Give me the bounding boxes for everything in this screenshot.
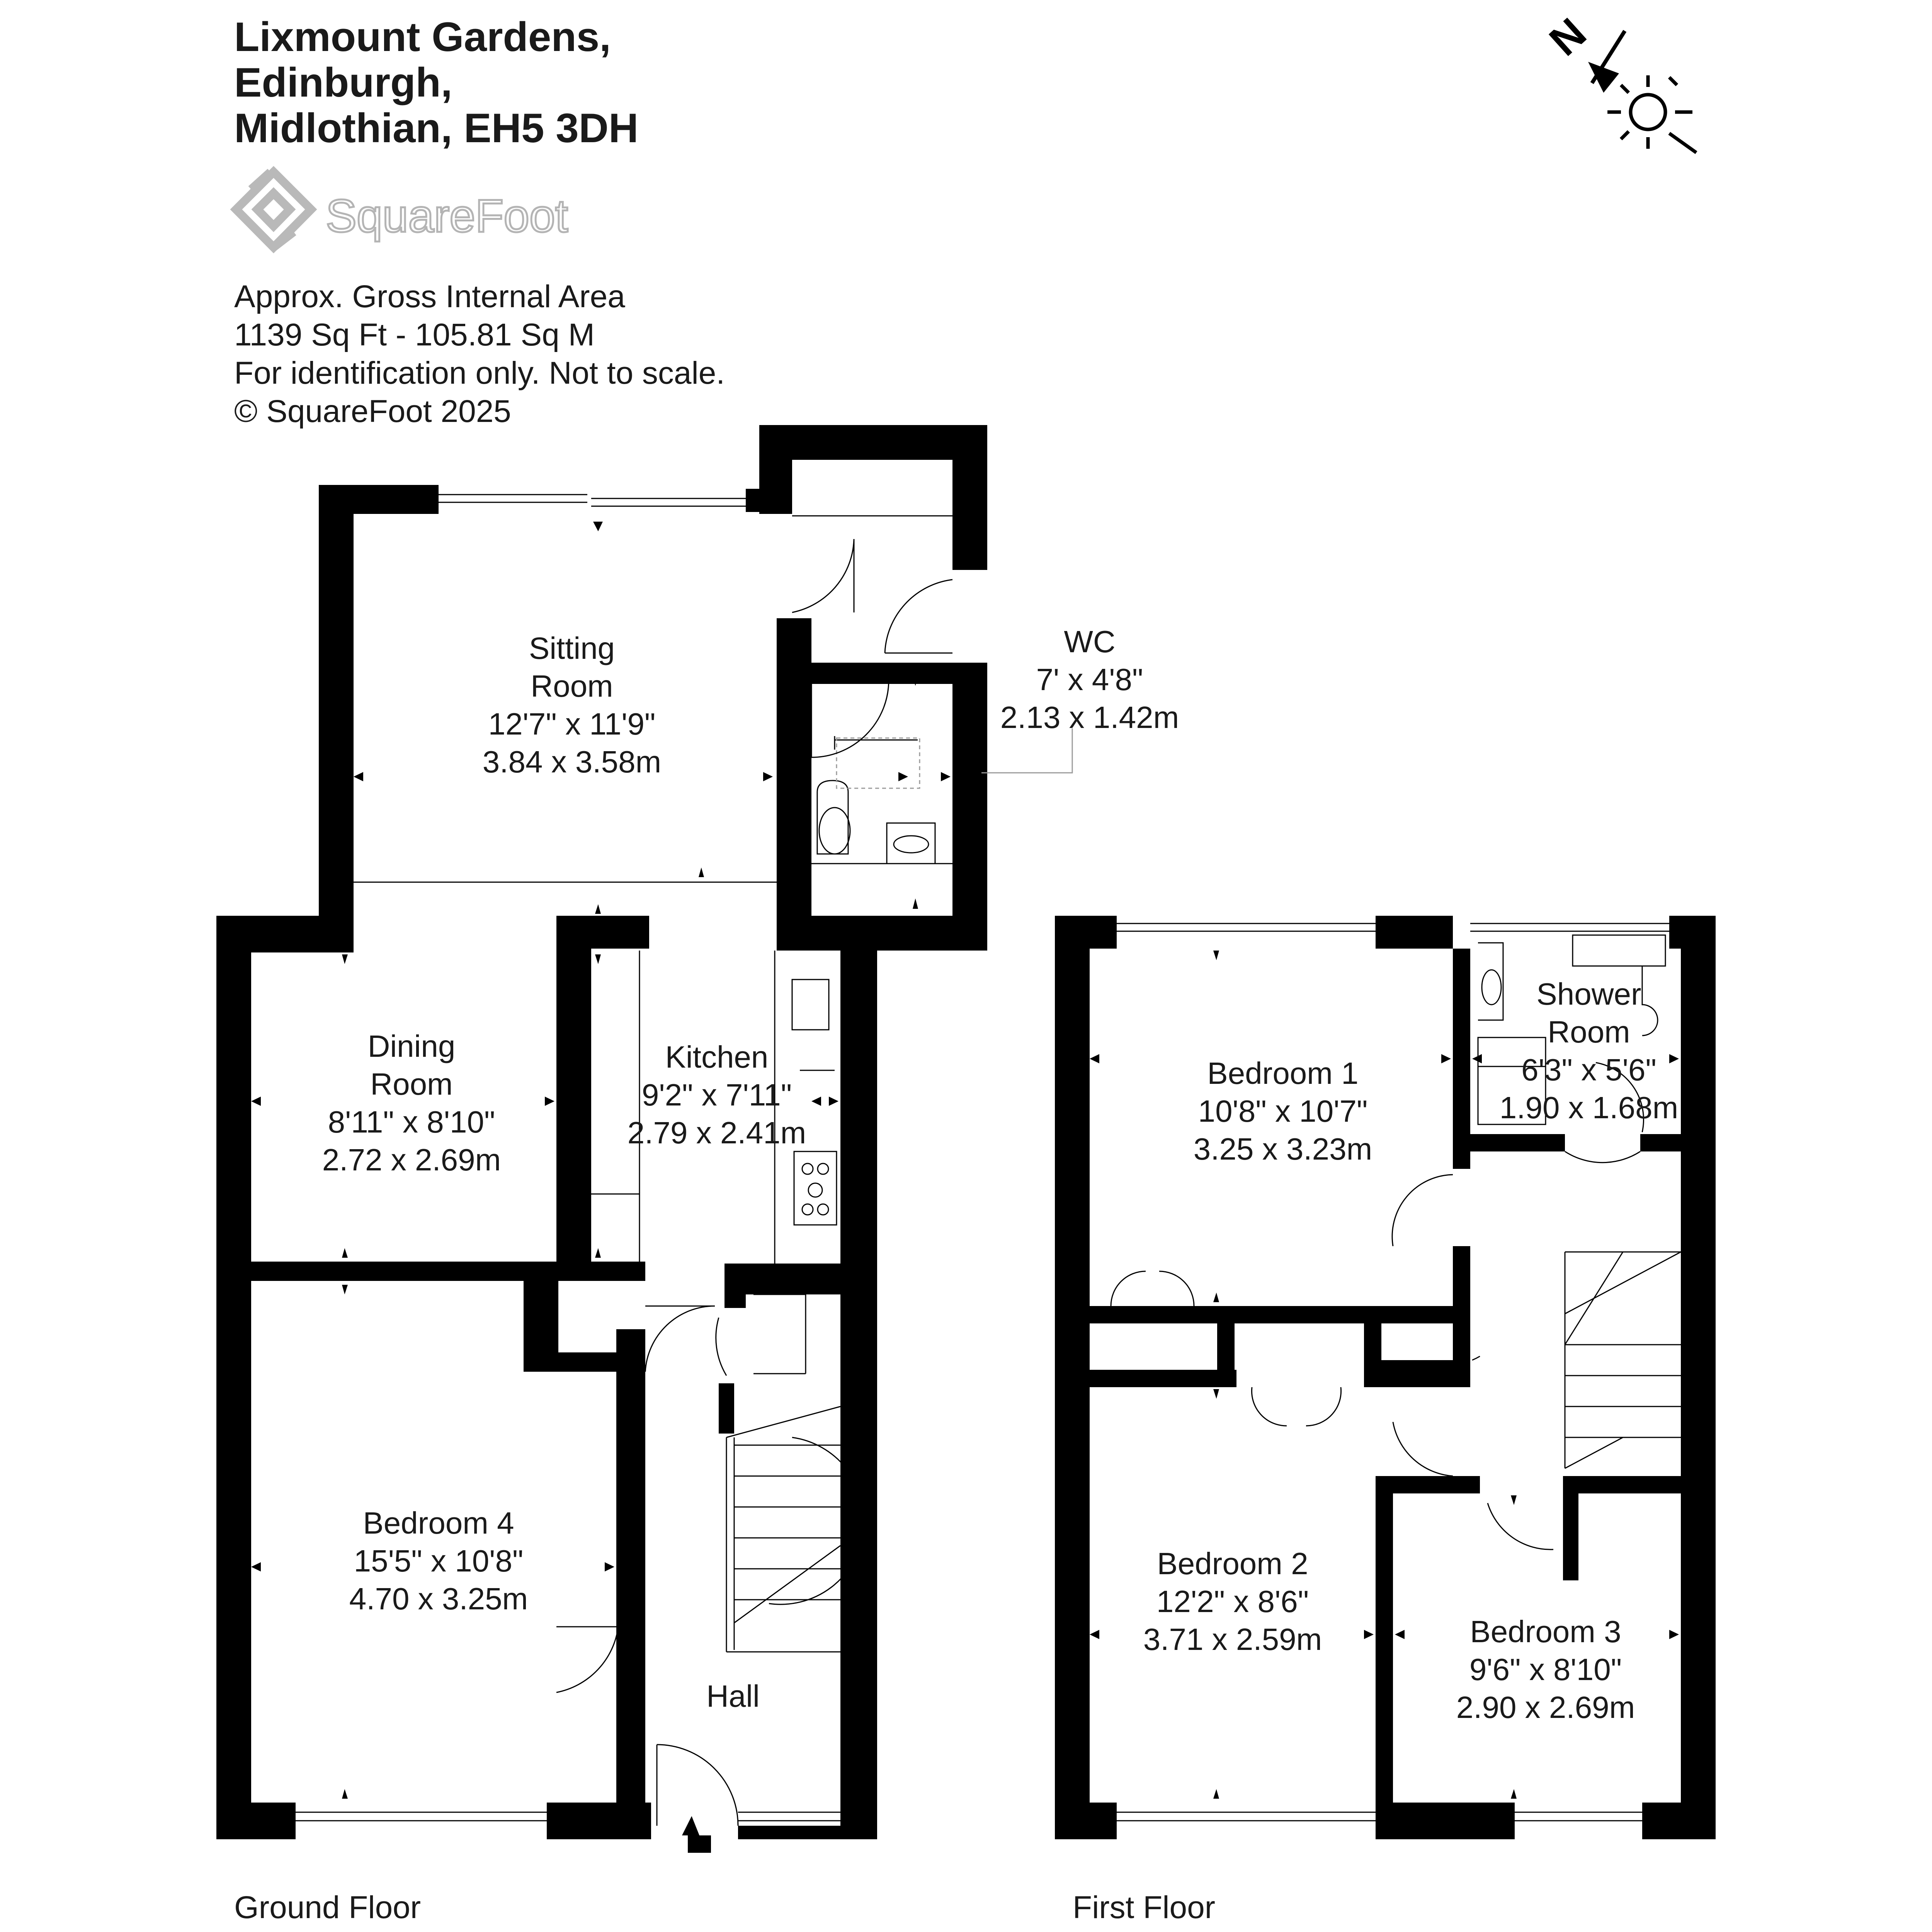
bedroom-1-name: Bedroom 1 (1207, 1056, 1358, 1090)
sitting-room-label: Sitting Room 12'7" x 11'9" 3.84 x 3.58m (483, 631, 662, 779)
kitchen-imperial: 9'2" x 7'11" (642, 1078, 792, 1112)
shower-room-metric: 1.90 x 1.68m (1500, 1090, 1679, 1125)
area-line-2: 1139 Sq Ft - 105.81 Sq M (234, 317, 595, 352)
first-floor-fixtures (1117, 923, 1681, 1821)
dining-room-name-2: Room (370, 1067, 452, 1101)
hall-label: Hall (706, 1679, 760, 1713)
logo-diamond-icon (230, 166, 317, 253)
sitting-room-name-2: Room (531, 669, 613, 703)
sun-icon (1607, 75, 1697, 154)
entrance-arrow-icon (682, 1816, 711, 1853)
shower-room-name-2: Room (1548, 1015, 1630, 1049)
dimension-markers (251, 522, 1679, 1799)
sitting-room-metric: 3.84 x 3.58m (483, 745, 662, 779)
bedroom-1-label: Bedroom 1 10'8" x 10'7" 3.25 x 3.23m (1194, 1056, 1372, 1166)
bedroom-2-imperial: 12'2" x 8'6" (1156, 1584, 1309, 1619)
property-address: Lixmount Gardens, Edinburgh, Midlothian,… (234, 14, 638, 151)
bedroom-2-label: Bedroom 2 12'2" x 8'6" 3.71 x 2.59m (1143, 1546, 1322, 1656)
dining-room-label: Dining Room 8'11" x 8'10" 2.72 x 2.69m (322, 1029, 501, 1177)
bedroom-3-label: Bedroom 3 9'6" x 8'10" 2.90 x 2.69m (1456, 1614, 1635, 1725)
ground-floor-walls (216, 425, 987, 1839)
wc-label: WC 7' x 4'8" 2.13 x 1.42m (1000, 624, 1179, 735)
area-info: Approx. Gross Internal Area 1139 Sq Ft -… (234, 277, 725, 430)
first-floor-walls (1055, 916, 1716, 1839)
area-line-3: For identification only. Not to scale. (234, 355, 725, 391)
wc-metric: 2.13 x 1.42m (1000, 700, 1179, 735)
squarefoot-logo: SquareFoot (230, 166, 569, 253)
shower-room-name-1: Shower (1536, 977, 1641, 1011)
dining-room-metric: 2.72 x 2.69m (322, 1143, 501, 1177)
kitchen-metric: 2.79 x 2.41m (628, 1116, 806, 1150)
bedroom-4-imperial: 15'5" x 10'8" (354, 1544, 524, 1578)
kitchen-label: Kitchen 9'2" x 7'11" 2.79 x 2.41m (628, 1040, 806, 1150)
bedroom-1-imperial: 10'8" x 10'7" (1198, 1094, 1368, 1128)
north-arrow-icon (1588, 62, 1619, 93)
sitting-room-imperial: 12'7" x 11'9" (488, 707, 656, 741)
bedroom-4-metric: 4.70 x 3.25m (349, 1582, 528, 1616)
address-line-2: Edinburgh, (234, 59, 452, 105)
north-label: N (1541, 9, 1595, 65)
first-floor-label: First Floor (1073, 1890, 1215, 1925)
ground-floor-fixtures (296, 494, 952, 1821)
shower-room-label: Shower Room 6'3" x 5'6" 1.90 x 1.68m (1500, 977, 1679, 1125)
ground-floor-label: Ground Floor (234, 1890, 421, 1925)
bedroom-3-name: Bedroom 3 (1470, 1614, 1621, 1649)
first-floor-doors (1110, 1062, 1645, 1550)
bedroom-4-name: Bedroom 4 (363, 1506, 514, 1540)
kitchen-name: Kitchen (665, 1040, 769, 1074)
bedroom-3-metric: 2.90 x 2.69m (1456, 1690, 1635, 1725)
dining-room-name-1: Dining (368, 1029, 456, 1063)
wc-leader-line (981, 728, 1073, 774)
wc-imperial: 7' x 4'8" (1036, 662, 1143, 697)
bedroom-2-metric: 3.71 x 2.59m (1143, 1622, 1322, 1656)
compass-icon: N (1541, 9, 1627, 93)
hall-name: Hall (706, 1679, 760, 1713)
bedroom-2-name: Bedroom 2 (1157, 1546, 1308, 1581)
ground-floor-doors (556, 539, 953, 1826)
shower-room-imperial: 6'3" x 5'6" (1521, 1053, 1656, 1087)
bedroom-4-label: Bedroom 4 15'5" x 10'8" 4.70 x 3.25m (349, 1506, 528, 1616)
address-line-3: Midlothian, EH5 3DH (234, 105, 639, 151)
room-labels: Sitting Room 12'7" x 11'9" 3.84 x 3.58m … (322, 624, 1679, 1725)
bedroom-3-imperial: 9'6" x 8'10" (1469, 1652, 1622, 1687)
logo-text: SquareFoot (326, 190, 568, 242)
address-line-1: Lixmount Gardens, (234, 14, 611, 60)
wc-name: WC (1064, 624, 1115, 659)
sitting-room-name-1: Sitting (529, 631, 615, 665)
dining-room-imperial: 8'11" x 8'10" (328, 1105, 495, 1139)
ground-floor-grey-detail (836, 737, 920, 789)
copyright-line: © SquareFoot 2025 (234, 394, 511, 429)
bedroom-1-metric: 3.25 x 3.23m (1194, 1132, 1372, 1166)
area-line-1: Approx. Gross Internal Area (234, 279, 625, 314)
